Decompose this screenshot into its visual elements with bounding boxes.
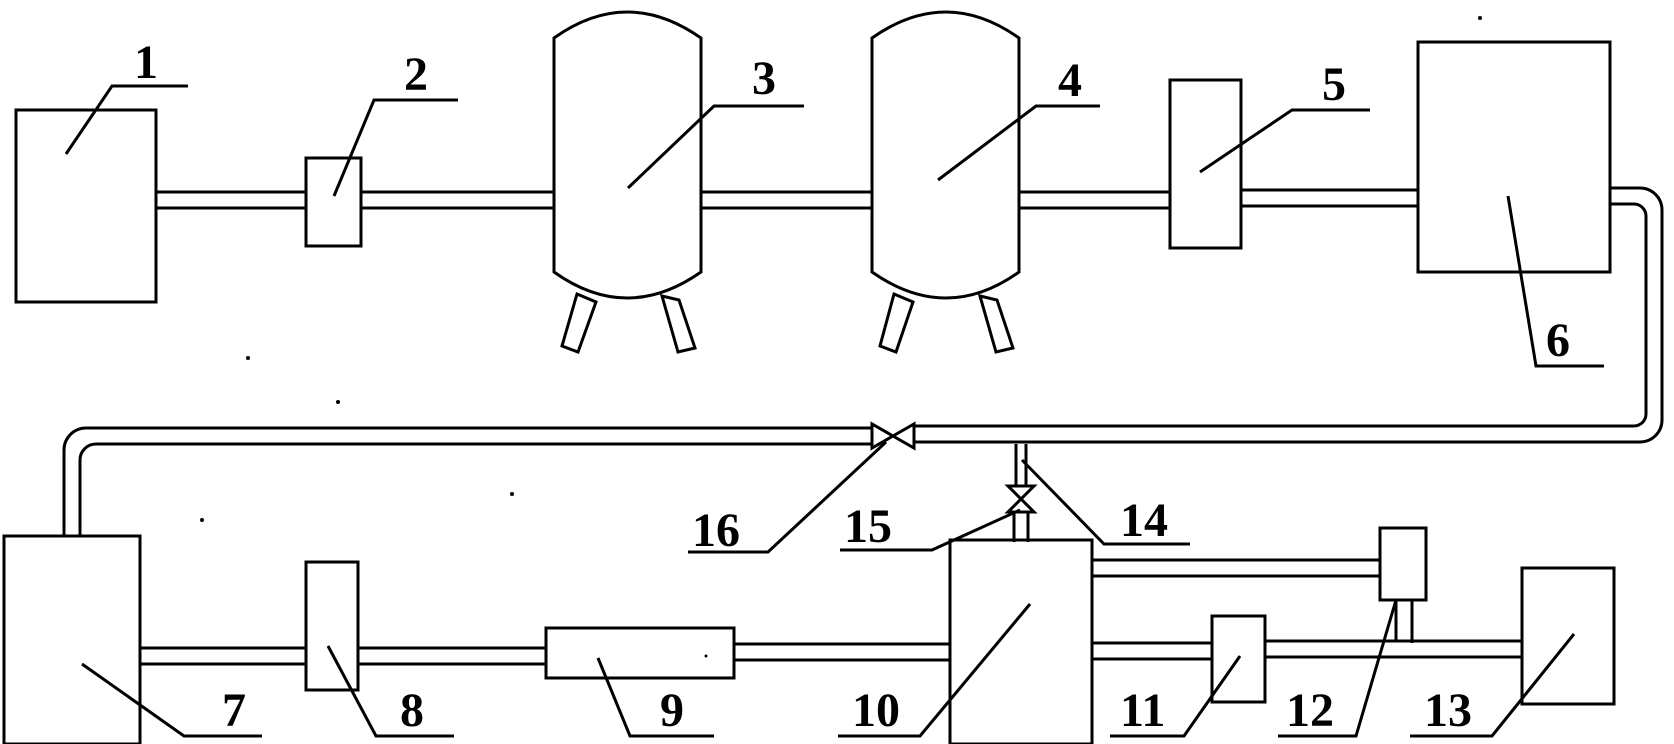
label-11: 11: [1120, 684, 1165, 737]
unit-1-box: [14, 108, 158, 304]
unit-9-box: [544, 626, 736, 680]
label-9: 9: [660, 684, 684, 737]
valve-15: [1004, 484, 1038, 514]
pipe-5-6: [1241, 188, 1418, 208]
label-14: 14: [1120, 494, 1168, 547]
unit-11-box: [1210, 614, 1267, 704]
label-7: 7: [222, 684, 246, 737]
unit-6-box: [1416, 40, 1612, 274]
label-16: 16: [692, 504, 740, 557]
pipe-8-9: [358, 646, 546, 666]
unit-10-box: [948, 538, 1094, 744]
tank-4: [870, 10, 1021, 354]
scan-specks: [200, 16, 1482, 658]
label-10: 10: [852, 684, 900, 737]
unit-12-box: [1378, 526, 1428, 602]
pipe-11-13: [1265, 639, 1522, 659]
tank-3: [552, 10, 703, 354]
return-loop-pipe: [62, 186, 1664, 536]
label-12: 12: [1286, 684, 1334, 737]
pipe-12-down: [1394, 600, 1414, 643]
label-13: 13: [1424, 684, 1472, 737]
label-5: 5: [1322, 58, 1346, 111]
pipe-4-5: [1019, 190, 1170, 210]
pipe-9-10: [734, 642, 950, 662]
label-2: 2: [404, 48, 428, 101]
pipe-1-2: [156, 190, 306, 210]
unit-5-box: [1168, 78, 1243, 250]
leader-lines: [64, 84, 1604, 738]
label-4: 4: [1058, 54, 1082, 107]
label-8: 8: [400, 684, 424, 737]
label-15: 15: [844, 500, 892, 553]
pipe-7-8: [140, 646, 306, 666]
unit-8-box: [304, 560, 360, 692]
unit-7-box: [2, 534, 142, 744]
unit-13-box: [1520, 566, 1616, 706]
label-6: 6: [1546, 314, 1570, 367]
pipe-10-11: [1092, 641, 1212, 661]
pipe-3-4: [701, 190, 872, 210]
valve-16: [870, 421, 916, 451]
label-3: 3: [752, 52, 776, 105]
pipe-10-12: [1092, 558, 1380, 578]
unit-2-box: [304, 156, 363, 248]
pipe-2-3: [361, 190, 554, 210]
label-1: 1: [134, 36, 158, 89]
